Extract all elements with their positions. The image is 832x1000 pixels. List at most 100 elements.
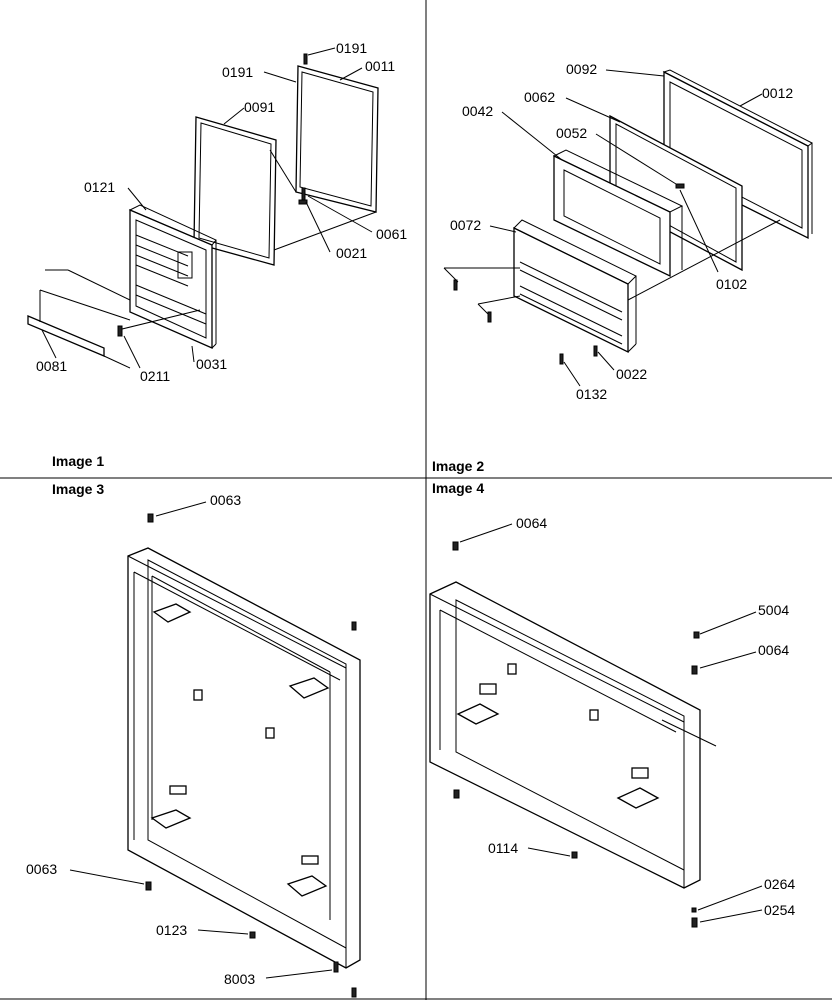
- liner-shelf: [135, 244, 189, 267]
- image-1-drawing: [27, 47, 379, 369]
- leader-line: [527, 847, 571, 857]
- part-label: 0114: [488, 840, 518, 856]
- panel-caption: Image 1: [52, 453, 104, 469]
- part-label: 0092: [566, 61, 597, 77]
- leader-line: [127, 187, 147, 211]
- part-label: 0121: [84, 179, 115, 195]
- leader-line: [307, 47, 336, 56]
- washer-0264: [691, 907, 697, 913]
- leader-line: [699, 909, 763, 923]
- liner-0121-inner: [135, 219, 207, 339]
- gasket-0091-inner: [198, 122, 272, 259]
- clip: [265, 727, 275, 739]
- image-3-drawing: [69, 501, 361, 998]
- bracket: [150, 809, 192, 829]
- bracket: [152, 603, 192, 623]
- part-label: 0061: [376, 226, 407, 242]
- liner-shelf: [519, 269, 623, 321]
- part-label: 0211: [140, 368, 170, 384]
- leader-line: [563, 361, 581, 387]
- part-label: 0062: [524, 89, 555, 105]
- gasket-0062: [609, 114, 743, 272]
- liner-shelf: [519, 293, 623, 345]
- image-4-drawing: [429, 523, 763, 928]
- breaker-0042-inner: [563, 169, 661, 265]
- part-label: 5004: [758, 602, 789, 618]
- part-label: 0022: [616, 366, 647, 382]
- link-line: [67, 269, 131, 301]
- leader-line: [123, 335, 141, 369]
- leader-line: [305, 201, 331, 253]
- hinge-0061: [301, 187, 306, 201]
- leader-line: [263, 71, 297, 83]
- leader-line: [197, 929, 249, 935]
- liner-shelf: [519, 285, 623, 337]
- leader-line: [339, 67, 363, 81]
- screw-0064: [452, 541, 459, 551]
- part-label: 0081: [36, 358, 67, 374]
- cabinet-frame: [429, 581, 701, 889]
- leader-line: [191, 345, 195, 363]
- plug-5004: [693, 631, 700, 639]
- frame-0012-inner: [669, 81, 803, 229]
- leader-line: [597, 351, 615, 371]
- screw-0132: [559, 353, 564, 365]
- leader-line: [459, 523, 513, 543]
- part-label: 0254: [764, 902, 795, 918]
- screw: [453, 789, 460, 799]
- part-label: 0012: [762, 85, 793, 101]
- part-label: 0264: [764, 876, 795, 892]
- bracket-tab: [479, 683, 497, 695]
- part-label: 0102: [716, 276, 747, 292]
- part-label: 0132: [576, 386, 607, 402]
- leader-line: [501, 111, 563, 161]
- part-label: 0091: [244, 99, 275, 115]
- link-line: [39, 289, 131, 321]
- link-line: [117, 309, 201, 331]
- part-label: 0191: [336, 40, 367, 56]
- cabinet-frame-edge: [429, 593, 685, 723]
- cabinet-frame-edge: [661, 719, 717, 747]
- link-line: [103, 355, 131, 369]
- hinge-0102: [675, 183, 685, 189]
- part-label: 0011: [365, 58, 395, 74]
- leader-line: [69, 869, 145, 885]
- leader-line: [265, 969, 333, 979]
- link-line: [273, 211, 377, 251]
- leader-line: [699, 651, 757, 669]
- cabinet-frame-edge: [151, 575, 331, 673]
- bracket-tab: [301, 855, 319, 865]
- panel-caption: Image 3: [52, 481, 104, 497]
- part-label: 0123: [156, 922, 187, 938]
- image-2-drawing: [443, 69, 813, 387]
- door-panel-0011: [295, 65, 379, 213]
- screw: [453, 279, 458, 291]
- liner-shelf: [135, 264, 189, 287]
- screw-0211: [117, 325, 123, 337]
- hinge-0021: [298, 199, 308, 205]
- leader-line: [697, 885, 763, 911]
- clip: [589, 709, 599, 721]
- part-label: 0042: [462, 103, 493, 119]
- screw-0191: [303, 53, 308, 65]
- screw-0114: [571, 851, 578, 859]
- link-line: [477, 295, 521, 305]
- part-label: 0191: [222, 64, 253, 80]
- part-label: 0064: [758, 642, 789, 658]
- screw-8003: [351, 987, 357, 998]
- screw-0022: [593, 345, 598, 357]
- bracket: [288, 677, 330, 699]
- gasket-0062-inner: [615, 123, 737, 263]
- leader-line: [679, 189, 719, 273]
- door-panel-0011-inner: [299, 71, 374, 207]
- screw-0064: [691, 665, 698, 675]
- leader-line: [307, 195, 373, 233]
- bracket-tab: [631, 767, 649, 779]
- clip: [193, 689, 203, 701]
- screw-8003: [333, 961, 339, 973]
- part-label: 0063: [210, 492, 241, 508]
- cabinet-frame-edge: [127, 555, 347, 669]
- part-label: 0052: [556, 125, 587, 141]
- liner-shelf: [519, 261, 623, 313]
